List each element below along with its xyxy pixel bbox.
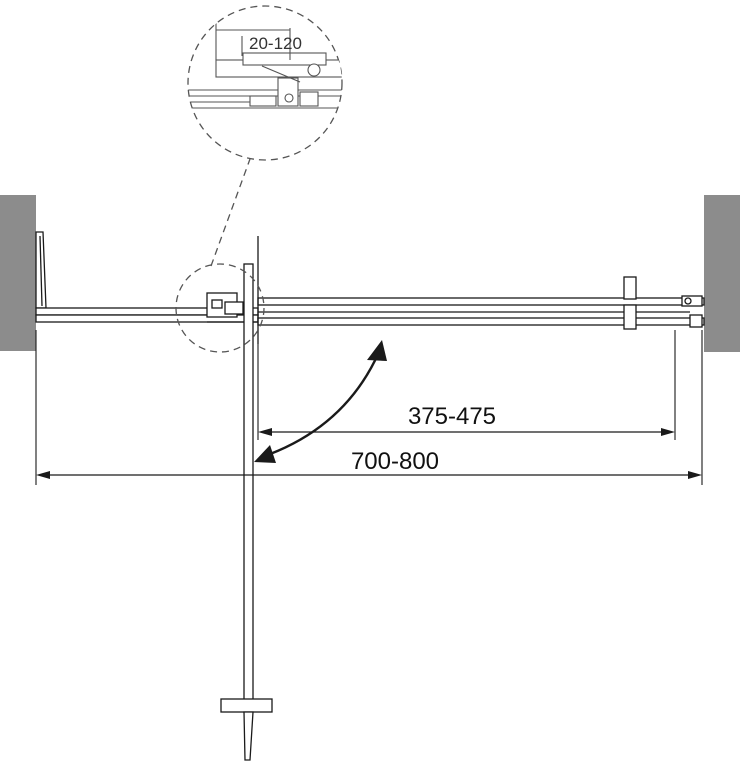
detail-leader-line bbox=[210, 158, 251, 267]
dimension-total-width bbox=[36, 471, 702, 479]
door-panel-open bbox=[220, 263, 273, 761]
door-opening-label: 375-475 bbox=[408, 403, 496, 430]
top-rail bbox=[257, 297, 705, 326]
total-width-label: 700-800 bbox=[351, 448, 439, 475]
detail-magnified-circle bbox=[187, 5, 343, 161]
detail-adjustment-label: 20-120 bbox=[249, 34, 302, 53]
dimension-door-opening bbox=[258, 428, 675, 436]
left-wall bbox=[0, 195, 36, 351]
pivot-hinge bbox=[206, 292, 258, 323]
detail-magnified-view bbox=[188, 10, 342, 109]
door-swing-arrow bbox=[254, 340, 387, 463]
rail-end-clamp bbox=[623, 276, 703, 330]
detail-callout-circle bbox=[175, 263, 265, 353]
extension-lines bbox=[35, 330, 703, 485]
right-wall bbox=[704, 195, 740, 352]
